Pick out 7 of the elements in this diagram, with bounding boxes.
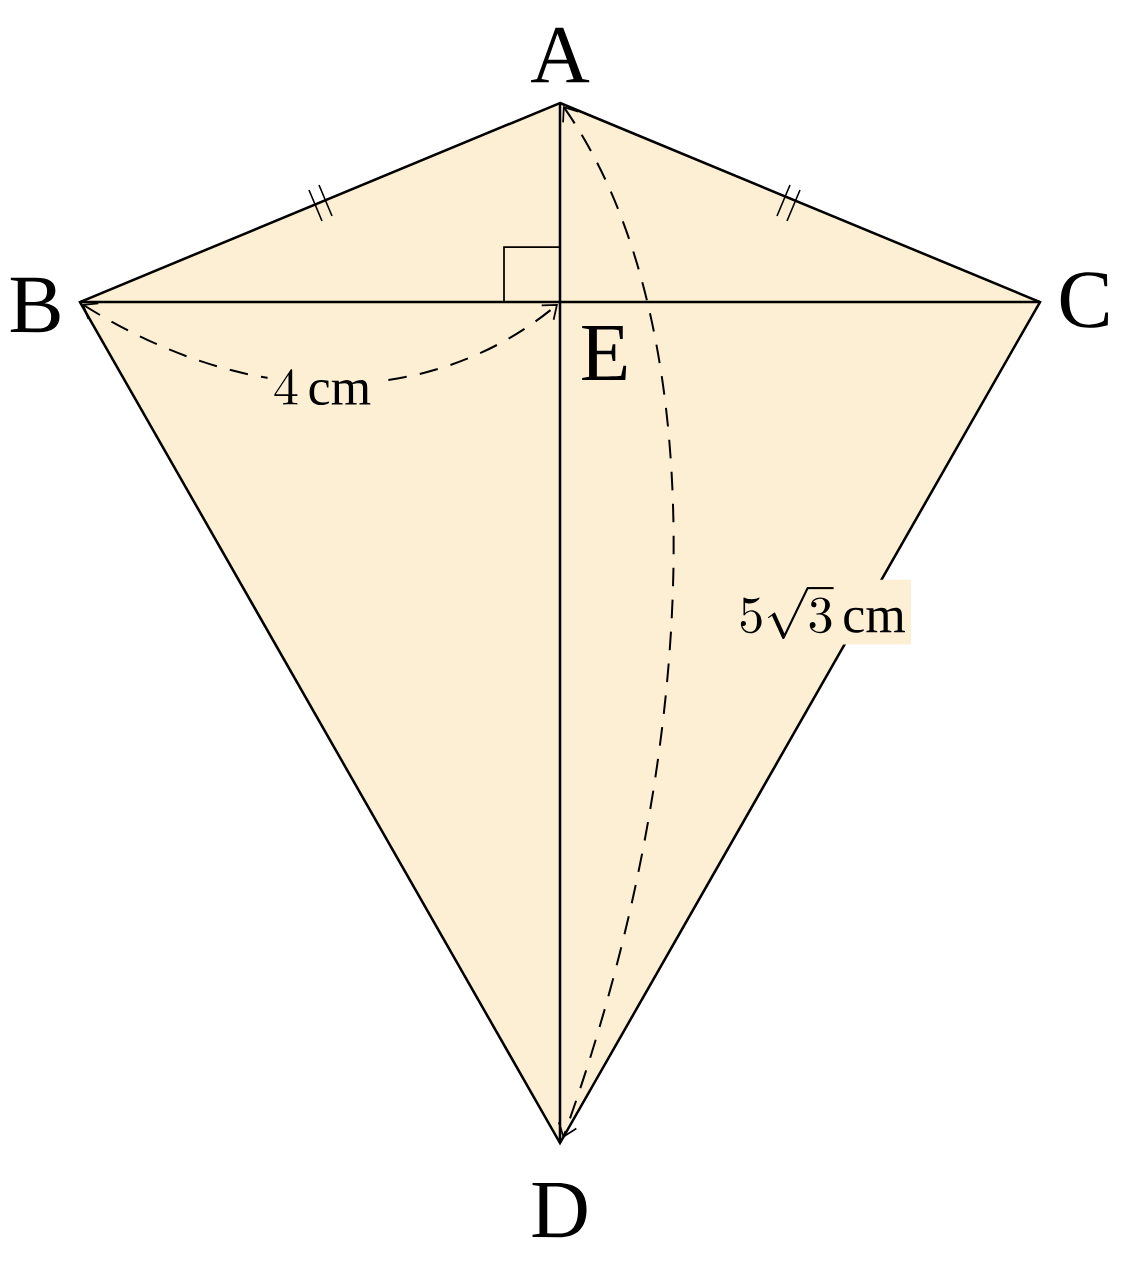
vertex-label: A [530, 27, 590, 83]
dimension-label: $4\,\mathrm{cm}$ [267, 365, 377, 411]
vertex-label: C [1060, 272, 1108, 328]
dimension-label: $5\sqrt{3}\,\mathrm{cm}$ [732, 579, 912, 645]
vertex-label: E [582, 325, 627, 381]
vertex-label: D [532, 1182, 587, 1238]
vertex-label: B [10, 277, 60, 333]
